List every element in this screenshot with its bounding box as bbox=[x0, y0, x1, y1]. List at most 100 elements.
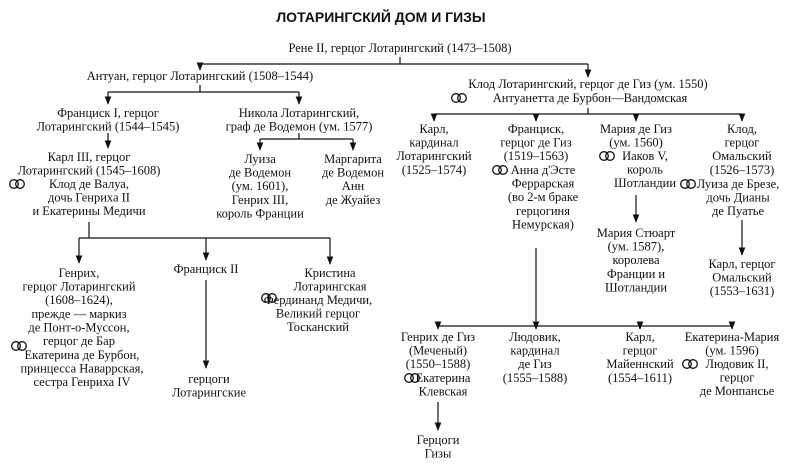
spouse-anna-d-este-line: герцогиня bbox=[516, 204, 570, 218]
person-louis-cardinal-guise-line: (1555–1588) bbox=[503, 371, 568, 385]
spouse-anna-d-este-line: (во 2-м браке bbox=[508, 190, 579, 204]
spouse-louise-breze-line: Луиза де Брезе, bbox=[697, 177, 780, 191]
spouse-anna-d-este-line: Немурская) bbox=[512, 217, 574, 231]
person-mary-stuart-line: королева bbox=[612, 253, 660, 267]
spouse-catherine-bourbon-line: Екатерина де Бурбон, bbox=[25, 348, 140, 362]
spouse-antoinette-bourbon-line: Антуанетта де Бурбон—Вандомская bbox=[493, 91, 688, 105]
person-louise-vaudemont-line: Генрих III, bbox=[232, 193, 288, 207]
person-mary-stuart-line: Франции и bbox=[607, 267, 666, 281]
person-claude-aumale-line: Омальский bbox=[712, 149, 772, 163]
marriage-rings-icon bbox=[599, 151, 615, 161]
person-charles-iii-line: Карл III, герцог bbox=[48, 150, 131, 164]
spouse-ferdinand-medici-line: Великий герцог bbox=[276, 307, 360, 321]
spouse-ferdinand-medici-line: Фердинанд Медичи, bbox=[264, 293, 372, 307]
person-henri-lorraine-line: де Понт-о-Муссон, bbox=[28, 320, 129, 334]
person-marie-guise-line: (ум. 1560) bbox=[609, 136, 663, 150]
marriage-rings-icon bbox=[492, 165, 508, 175]
spouse-louis-montpensier-line: де Монпансье bbox=[700, 384, 775, 398]
spouse-anna-d-este-line: Феррарская bbox=[512, 177, 575, 191]
person-francois-guise: Франциск,герцог де Гиз(1519–1563) bbox=[500, 122, 571, 163]
person-louise-vaudemont-line: де Водемон bbox=[229, 166, 291, 180]
person-mary-stuart-line: Шотландии bbox=[605, 280, 667, 294]
spouse-claude-valois-line: и Екатерины Медичи bbox=[32, 204, 145, 218]
person-francis-i-lorraine-line: Франциск I, герцог bbox=[57, 106, 159, 120]
spouse-james-v-line: Иаков V, bbox=[622, 149, 668, 163]
person-charles-mayenne-line: Карл, bbox=[625, 330, 654, 344]
spouse-catherine-bourbon-line: сестра Генриха IV bbox=[33, 375, 130, 389]
person-ducs-lorraine-line: Лотарингские bbox=[172, 386, 246, 400]
person-catherine-marie: Екатерина-Мария(ум. 1596) bbox=[685, 330, 780, 358]
person-henri-lorraine-line: герцог Лотарингский bbox=[22, 280, 135, 294]
person-louis-cardinal-guise-line: кардинал bbox=[510, 344, 559, 358]
person-charles-mayenne-line: герцог bbox=[623, 344, 658, 358]
person-marguerite-vaudemont-line: де Водемон bbox=[322, 166, 384, 180]
person-henri-lorraine-line: (1608–1624), bbox=[45, 293, 113, 307]
person-francis-ii: Франциск II bbox=[174, 262, 239, 276]
person-charles-mayenne-line: Майеннский bbox=[606, 357, 674, 371]
person-henri-lorraine-line: прежде — маркиз bbox=[31, 307, 126, 321]
person-francois-guise-line: Франциск, bbox=[508, 122, 565, 136]
person-charles-cardinal-lorraine-line: Лотарингский bbox=[396, 149, 471, 163]
marriage-rings-layer bbox=[9, 93, 698, 383]
person-henri-guise-line: Генрих де Гиз bbox=[401, 330, 475, 344]
person-rene-ii: Рене II, герцог Лотарингский (1473–1508) bbox=[288, 41, 511, 55]
person-henri-lorraine-line: Генрих, bbox=[59, 266, 100, 280]
marriage-rings-icon bbox=[11, 341, 27, 351]
person-labels: Рене II, герцог Лотарингский (1473–1508)… bbox=[18, 41, 780, 461]
spouse-anna-d-este-line: Анна д'Эсте bbox=[511, 163, 576, 177]
person-ducs-guise-line: Гизы bbox=[425, 447, 452, 461]
person-antoine-line: Антуан, герцог Лотарингский (1508–1544) bbox=[87, 69, 313, 83]
marriage-rings-icon bbox=[404, 373, 420, 383]
person-christine-lorraine-line: Лотарингская bbox=[294, 280, 367, 294]
person-marie-guise-line: Мария де Гиз bbox=[600, 122, 672, 136]
marriage-rings-icon bbox=[9, 179, 25, 189]
spouse-james-v-line: Шотландии bbox=[614, 176, 676, 190]
spouse-claude-valois-line: дочь Генриха II bbox=[48, 191, 130, 205]
diagram-title: ЛОТАРИНГСКИЙ ДОМ И ГИЗЫ bbox=[276, 8, 485, 25]
person-catherine-marie-line: Екатерина-Мария bbox=[685, 330, 780, 344]
person-ducs-lorraine-line: герцоги bbox=[188, 372, 230, 386]
spouse-louise-breze-line: де Пуатье bbox=[712, 204, 765, 218]
person-louise-vaudemont-line: (ум. 1601), bbox=[232, 179, 289, 193]
spouse-catherine-bourbon: Екатерина де Бурбон,принцесса Наваррская… bbox=[20, 348, 143, 389]
marriage-rings-icon bbox=[261, 293, 277, 303]
spouse-antoinette-bourbon: Антуанетта де Бурбон—Вандомская bbox=[493, 91, 688, 105]
person-francois-guise-line: герцог де Гиз bbox=[500, 136, 571, 150]
spouse-louise-breze-line: дочь Дианы bbox=[706, 191, 770, 205]
person-mary-stuart-line: Мария Стюарт bbox=[597, 226, 676, 240]
person-louise-vaudemont-line: король Франции bbox=[216, 206, 304, 220]
spouse-catherine-cleves-line: Клевская bbox=[419, 385, 468, 399]
person-marguerite-vaudemont-line: де Жуайез bbox=[326, 193, 381, 207]
person-charles-cardinal-lorraine-line: кардинал bbox=[409, 136, 458, 150]
person-claude-guise-line: Клод Лотарингский, герцог де Гиз (ум. 15… bbox=[468, 77, 707, 91]
person-ducs-guise-line: Герцоги bbox=[417, 433, 460, 447]
person-henri-guise-line: (Меченый) bbox=[409, 344, 467, 358]
person-nicolas-vaudemont-line: Никола Лотарингский, bbox=[239, 106, 359, 120]
person-marie-guise: Мария де Гиз(ум. 1560) bbox=[600, 122, 672, 150]
person-charles-aumale-line: Омальский bbox=[712, 271, 772, 285]
person-rene-ii-line: Рене II, герцог Лотарингский (1473–1508) bbox=[288, 41, 511, 55]
person-henri-guise-line: (1550–1588) bbox=[406, 357, 471, 371]
spouse-catherine-cleves-line: Екатерина bbox=[416, 371, 471, 385]
connector-lines bbox=[75, 57, 746, 431]
marriage-rings-icon bbox=[682, 359, 698, 369]
person-louise-vaudemont-line: Луиза bbox=[244, 152, 276, 166]
person-charles-cardinal-lorraine-line: Карл, bbox=[419, 122, 448, 136]
person-francois-guise-line: (1519–1563) bbox=[504, 149, 569, 163]
person-christine-lorraine-line: Кристина bbox=[304, 266, 356, 280]
